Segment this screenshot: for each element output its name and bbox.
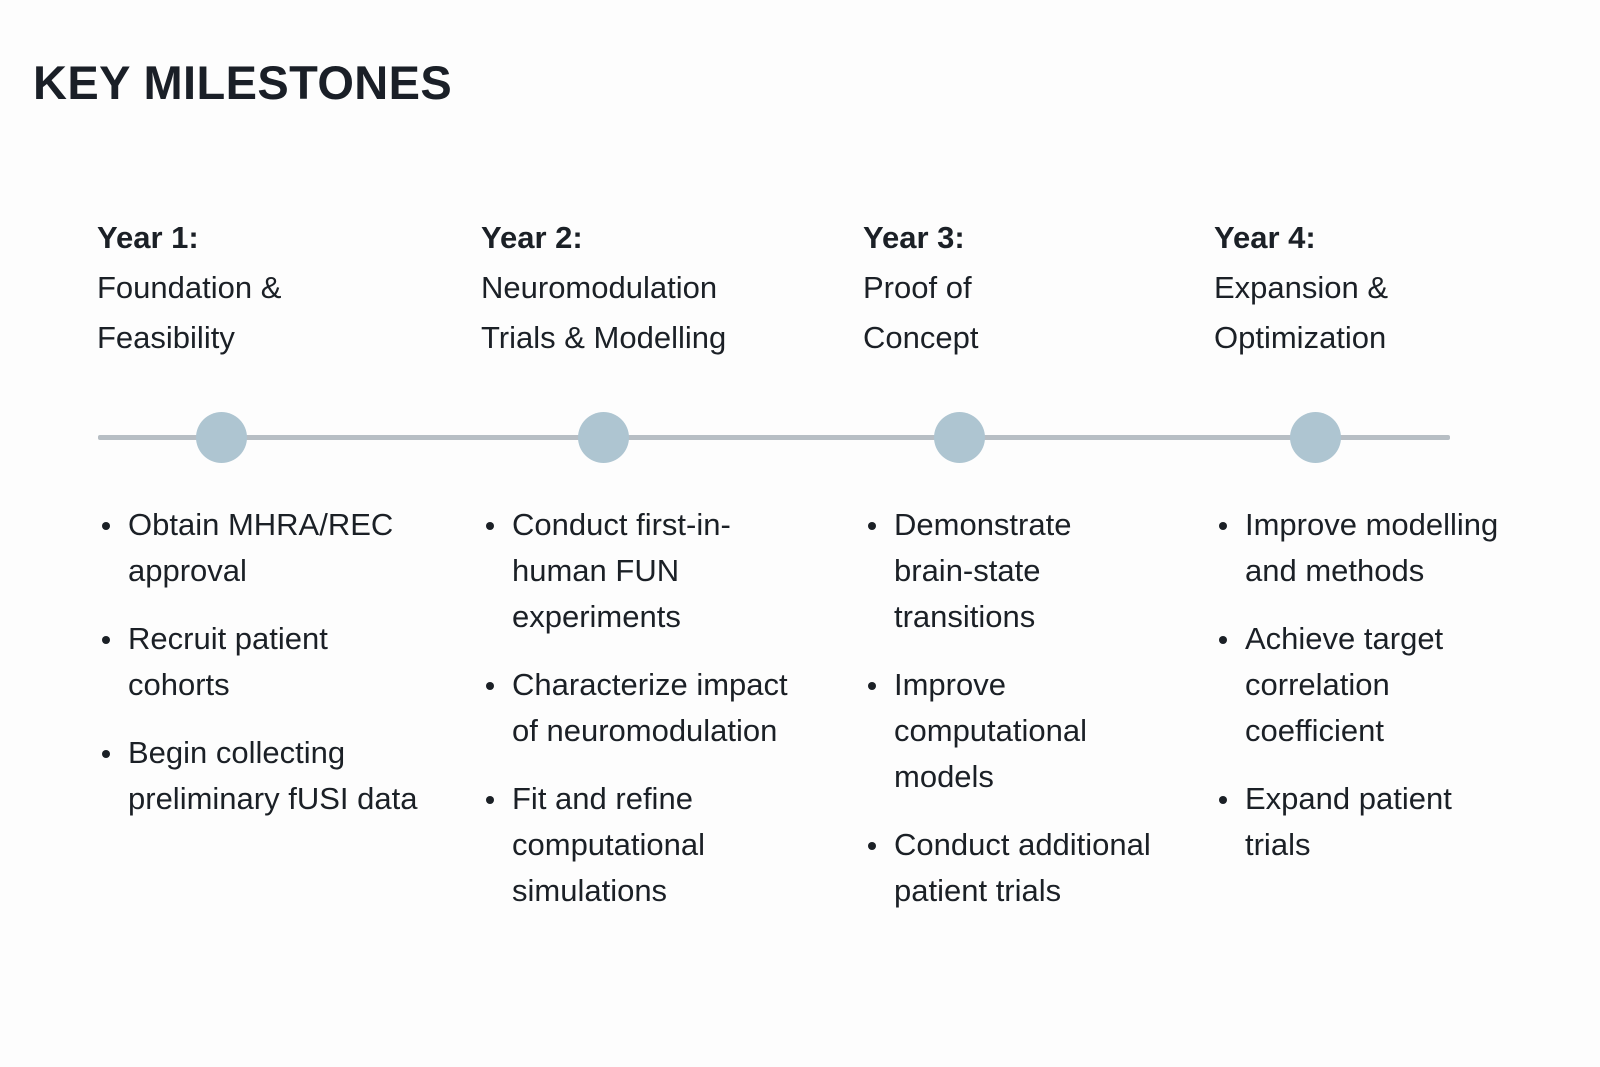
bullet-dot-icon xyxy=(102,636,110,644)
bullet-dot-icon xyxy=(1219,636,1227,644)
column-header-year-2: Year 2: Neuromodulation Trials & Modelli… xyxy=(481,213,821,363)
column-header-year-1: Year 1: Foundation & Feasibility xyxy=(97,213,427,363)
year-label-4: Year 4: xyxy=(1214,220,1316,255)
timeline-node-year-1 xyxy=(196,412,247,463)
bullet-list-year-3: Demonstrate brain-state transitions Impr… xyxy=(863,502,1153,914)
phase-name-1-line-1: Foundation & xyxy=(97,270,282,305)
list-item: Fit and refine computational simulations xyxy=(481,776,821,914)
year-label-1: Year 1: xyxy=(97,220,199,255)
bullet-list-year-1: Obtain MHRA/REC approval Recruit patient… xyxy=(97,502,427,822)
bullet-text: Fit and refine computational simulations xyxy=(512,781,706,908)
bullet-text: Expand patient trials xyxy=(1245,781,1452,862)
phase-name-1-line-2: Feasibility xyxy=(97,320,235,355)
phase-name-3-line-2: Concept xyxy=(863,320,979,355)
list-item: Conduct first-in-human FUN experiments xyxy=(481,502,821,640)
list-item: Improve modelling and methods xyxy=(1214,502,1514,594)
list-item: Conduct additional patient trials xyxy=(863,822,1153,914)
bullet-text: Demonstrate brain-state transitions xyxy=(894,507,1072,634)
phase-name-3-line-1: Proof of xyxy=(863,270,972,305)
year-label-2: Year 2: xyxy=(481,220,583,255)
bullet-dot-icon xyxy=(102,522,110,530)
bullet-dot-icon xyxy=(486,796,494,804)
bullet-dot-icon xyxy=(486,522,494,530)
list-item: Expand patient trials xyxy=(1214,776,1514,868)
phase-name-2-line-2: Trials & Modelling xyxy=(481,320,727,355)
bullet-text: Conduct first-in-human FUN experiments xyxy=(512,507,731,634)
list-item: Achieve target correlation coefficient xyxy=(1214,616,1514,754)
timeline-axis-line xyxy=(98,435,1450,440)
list-item: Recruit patient cohorts xyxy=(97,616,427,708)
bullet-list-year-4: Improve modelling and methods Achieve ta… xyxy=(1214,502,1514,868)
bullet-text: Improve computational models xyxy=(894,667,1088,794)
bullet-list-year-2: Conduct first-in-human FUN experiments C… xyxy=(481,502,821,914)
phase-name-2-line-1: Neuromodulation xyxy=(481,270,718,305)
bullet-dot-icon xyxy=(1219,796,1227,804)
list-item: Demonstrate brain-state transitions xyxy=(863,502,1153,640)
bullet-text: Characterize impact of neuromodulation xyxy=(512,667,788,748)
bullet-dot-icon xyxy=(102,750,110,758)
list-item: Begin collecting preliminary fUSI data xyxy=(97,730,427,822)
list-item: Characterize impact of neuromodulation xyxy=(481,662,821,754)
phase-name-4-line-1: Expansion & xyxy=(1214,270,1389,305)
bullet-dot-icon xyxy=(868,522,876,530)
bullet-dot-icon xyxy=(868,682,876,690)
bullet-text: Conduct additional patient trials xyxy=(894,827,1151,908)
bullet-text: Achieve target correlation coefficient xyxy=(1245,621,1444,748)
timeline-node-year-3 xyxy=(934,412,985,463)
timeline-node-year-4 xyxy=(1290,412,1341,463)
column-header-year-3: Year 3: Proof of Concept xyxy=(863,213,1153,363)
bullet-dot-icon xyxy=(486,682,494,690)
page-title: KEY MILESTONES xyxy=(33,56,453,109)
bullet-text: Obtain MHRA/REC approval xyxy=(128,507,394,588)
year-label-3: Year 3: xyxy=(863,220,965,255)
phase-name-4-line-2: Optimization xyxy=(1214,320,1387,355)
list-item: Obtain MHRA/REC approval xyxy=(97,502,427,594)
bullet-text: Improve modelling and methods xyxy=(1245,507,1499,588)
column-header-year-4: Year 4: Expansion & Optimization xyxy=(1214,213,1514,363)
bullet-dot-icon xyxy=(1219,522,1227,530)
bullet-dot-icon xyxy=(868,842,876,850)
list-item: Improve computational models xyxy=(863,662,1153,800)
timeline-node-year-2 xyxy=(578,412,629,463)
bullet-text: Begin collecting preliminary fUSI data xyxy=(128,735,418,816)
bullet-text: Recruit patient cohorts xyxy=(128,621,328,702)
